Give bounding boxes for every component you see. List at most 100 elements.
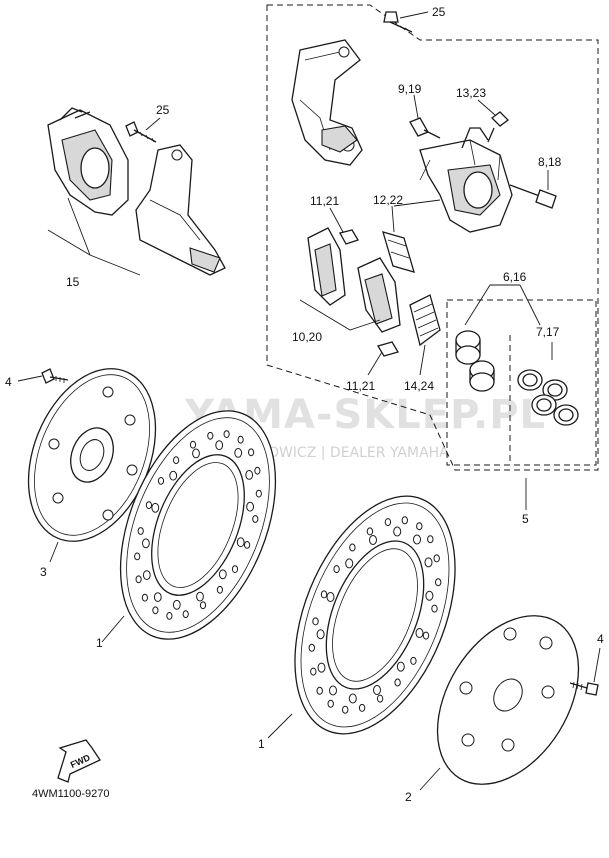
disc-cover-2	[436, 615, 580, 785]
disc-hole	[207, 431, 214, 440]
disc-hole	[326, 592, 335, 602]
disc-hole	[435, 578, 442, 587]
disc-hole	[223, 430, 230, 439]
leader-12-22	[391, 205, 395, 233]
disc-hole	[169, 470, 178, 481]
disc-hole	[422, 631, 430, 640]
disc-hole	[393, 526, 402, 537]
disc-hole	[135, 575, 142, 584]
disc-hole	[316, 629, 325, 640]
disc-hole	[166, 612, 173, 620]
disc-hole	[348, 693, 357, 704]
leader-12-22-b	[393, 199, 441, 207]
callout-7-17: 7,17	[536, 325, 560, 339]
disc-hole	[231, 565, 239, 573]
disc-hole	[416, 522, 423, 531]
callout-4-left: 4	[5, 375, 12, 389]
disc-hole	[312, 617, 319, 626]
disc-hole	[255, 489, 262, 498]
disc-right-holes	[308, 516, 442, 714]
disc-hole	[142, 538, 150, 549]
disc-hole	[215, 440, 224, 451]
disc-hole	[366, 527, 374, 536]
disc-hole	[396, 661, 405, 672]
disc-hole	[427, 535, 434, 544]
disc-hole	[384, 518, 392, 527]
brake-pad-right	[357, 257, 401, 333]
disc-hole	[413, 534, 421, 545]
disc-hole	[218, 569, 227, 580]
disc-hole	[151, 502, 160, 513]
fwd-arrow-icon: FWD	[57, 739, 101, 783]
disc-hole	[345, 558, 354, 569]
disc-hole	[145, 501, 152, 510]
leader-13-23	[477, 99, 496, 116]
disc-hole	[425, 590, 434, 601]
callout-25-top: 25	[432, 5, 446, 19]
leader-10-20	[299, 299, 381, 331]
disc-hole	[349, 543, 356, 552]
disc-hole	[152, 606, 159, 615]
disc-hole	[153, 592, 162, 602]
disc-hole	[369, 535, 377, 545]
cap-13-23	[487, 111, 509, 143]
seal-kit-boundary	[446, 299, 597, 466]
bolt-4-left	[41, 368, 69, 384]
callout-14-24: 14,24	[404, 379, 434, 393]
leader-1-bottom	[267, 713, 293, 739]
disc-hole	[236, 537, 245, 548]
bolt-25-upper	[383, 11, 413, 33]
bolt-4-right	[569, 681, 599, 696]
disc-hole	[182, 610, 189, 619]
brake-pad-left	[307, 227, 346, 306]
disc-hole	[234, 448, 243, 458]
callout-labels: 25 25 9,19 13,23 8,18 11,21 12,22 15 6,1…	[5, 5, 604, 804]
leader-25-left	[145, 117, 161, 131]
leader-1-left	[101, 615, 125, 643]
disc-hole	[401, 516, 408, 525]
disc-hole	[173, 456, 180, 465]
pistons-6-16	[455, 330, 495, 392]
disc-hole	[342, 705, 349, 714]
disc-hole	[189, 440, 197, 449]
pad-support-12-22	[382, 231, 415, 273]
seals-7-17	[517, 369, 579, 426]
disc-hole	[316, 686, 323, 695]
shim-14-24	[409, 294, 441, 347]
leader-6-16	[464, 284, 541, 326]
disc-left-holes	[134, 430, 262, 620]
disc-hole	[424, 557, 433, 568]
disc-hole	[254, 466, 261, 475]
disc-hole	[333, 565, 340, 574]
disc-hole	[246, 501, 255, 512]
callout-15: 15	[66, 275, 80, 289]
disc-hole	[244, 541, 251, 549]
callout-13-23: 13,23	[456, 86, 486, 100]
disc-hole	[329, 685, 337, 696]
brake-disc-left	[119, 410, 277, 640]
callout-1-left: 1	[96, 636, 103, 650]
bleed-screw-9-19	[409, 117, 441, 139]
disc-hole	[172, 599, 181, 610]
callout-3: 3	[40, 565, 47, 579]
disc-cover-3	[27, 368, 157, 542]
disc-hole	[141, 593, 148, 602]
caliper-assembly-15	[47, 107, 129, 216]
callout-9-19: 9,19	[398, 82, 422, 96]
disc-hole	[373, 685, 381, 695]
disc-hole	[248, 448, 255, 457]
disc-hole	[134, 552, 141, 561]
disc-hole	[327, 699, 334, 708]
disc-hole	[237, 435, 244, 444]
leader-14-24	[419, 344, 426, 376]
leader-25-top	[399, 11, 429, 19]
disc-hole	[192, 448, 200, 459]
callout-5: 5	[522, 512, 529, 526]
leader-3	[49, 541, 59, 563]
callout-2: 2	[405, 790, 412, 804]
callout-10-20: 10,20	[292, 330, 322, 344]
disc-hole	[320, 590, 328, 599]
disc-hole	[137, 527, 144, 535]
caliper-bracket-left	[135, 144, 226, 276]
